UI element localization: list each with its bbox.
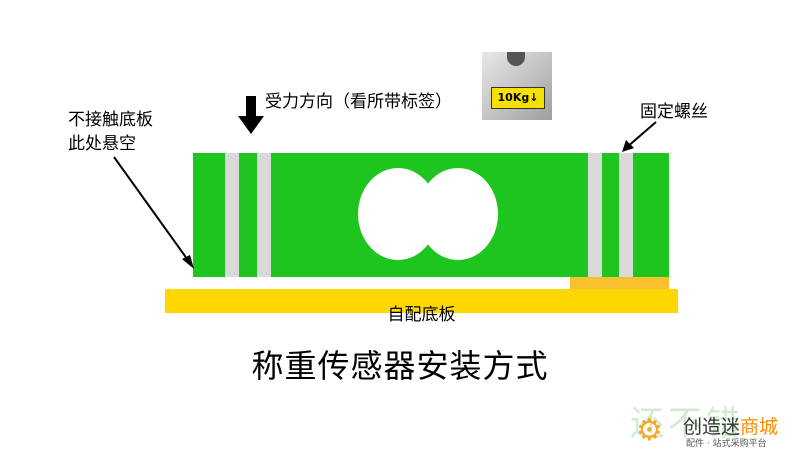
no-contact-label-line1: 不接触底板 — [68, 110, 153, 130]
screw-stripe — [588, 153, 602, 277]
base-plate — [165, 289, 678, 313]
fixing-screw-label: 固定螺丝 — [640, 102, 708, 122]
mounting-pad — [570, 277, 669, 289]
diagram-title: 称重传感器安装方式 — [251, 347, 549, 385]
weight-tag: 10Kg↓ — [491, 87, 545, 109]
base-plate-label: 自配底板 — [387, 305, 456, 325]
down-arrow-icon — [238, 96, 264, 134]
watermark-subtitle: 配件 · 站式采购平台 — [686, 439, 767, 449]
pointer-arrow-icon — [622, 121, 657, 152]
strain-gauge-stripe — [257, 153, 271, 277]
watermark-brand: 创造迷商城 — [683, 416, 779, 438]
load-cell-hole-right — [418, 168, 498, 260]
pointer-arrow-icon — [113, 156, 194, 269]
no-contact-label-line2: 此处悬空 — [68, 134, 136, 154]
weight-threaded-hole — [507, 52, 525, 66]
watermark-faint-text: 还不错 — [630, 404, 744, 444]
force-direction-label: 受力方向（看所带标签） — [265, 92, 452, 112]
screw-stripe — [619, 153, 633, 277]
gear-icon: ⚙ — [636, 413, 663, 448]
strain-gauge-stripe — [225, 153, 239, 277]
